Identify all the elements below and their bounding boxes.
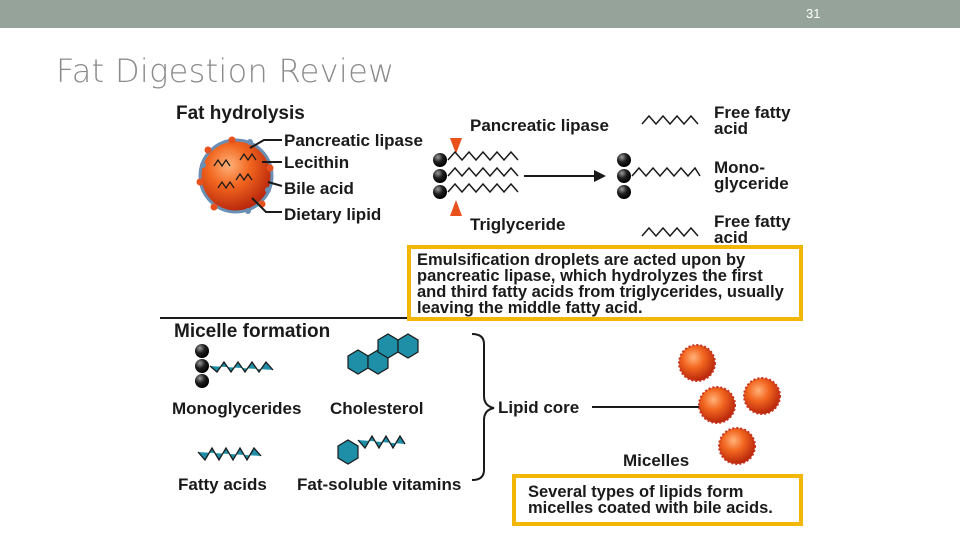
component-label-monoglycerides: Monoglycerides — [172, 399, 302, 418]
substrate-label: Triglyceride — [470, 215, 566, 234]
cholesterol-icon — [347, 333, 419, 375]
micelles-label: Micelles — [623, 451, 690, 470]
droplet-leader-lines — [249, 139, 283, 213]
product-label-monoglyceride: Mono- glyceride — [714, 158, 789, 193]
triglyceride-icon — [433, 138, 519, 216]
enzyme-label: Pancreatic lipase — [470, 116, 609, 135]
droplet-label-pancreatic-lipase: Pancreatic lipase — [284, 131, 423, 150]
top-bar — [0, 0, 960, 28]
micelle-heading: Micelle formation — [174, 321, 331, 342]
grouping-brace — [471, 333, 495, 481]
component-label-fat-soluble-vitamins: Fat-soluble vitamins — [297, 475, 462, 494]
reaction-arrow-icon — [524, 170, 606, 182]
free-fatty-acid-top-icon — [641, 114, 699, 126]
fat-soluble-vitamin-icon — [337, 434, 406, 465]
micelle-callout: Several types of lipids form micelles co… — [512, 474, 803, 526]
droplet-label-lecithin: Lecithin — [284, 153, 350, 172]
emulsification-droplet-icon — [196, 136, 274, 214]
micelles-icon — [678, 344, 781, 465]
component-label-fatty-acids: Fatty acids — [178, 475, 267, 494]
monoglyceride-icon — [195, 344, 274, 388]
hydrolysis-heading: Fat hydrolysis — [176, 103, 305, 124]
slide-title: Fat Digestion Review — [56, 52, 395, 90]
hydrolysis-callout: Emulsification droplets are acted upon b… — [407, 245, 803, 321]
droplet-label-bile-acid: Bile acid — [284, 179, 354, 198]
monoglyceride-product-icon — [617, 153, 701, 199]
component-label-cholesterol: Cholesterol — [330, 399, 424, 418]
free-fatty-acid-bottom-icon — [641, 226, 699, 238]
lipid-core-label: Lipid core — [498, 398, 580, 417]
fatty-acid-icon — [197, 446, 262, 462]
droplet-label-dietary-lipid: Dietary lipid — [284, 205, 382, 224]
product-label-free-fatty-acid-top: Free fatty acid — [714, 103, 791, 138]
slide-number: 31 — [806, 6, 821, 21]
product-label-free-fatty-acid-bottom: Free fatty acid — [714, 212, 791, 247]
